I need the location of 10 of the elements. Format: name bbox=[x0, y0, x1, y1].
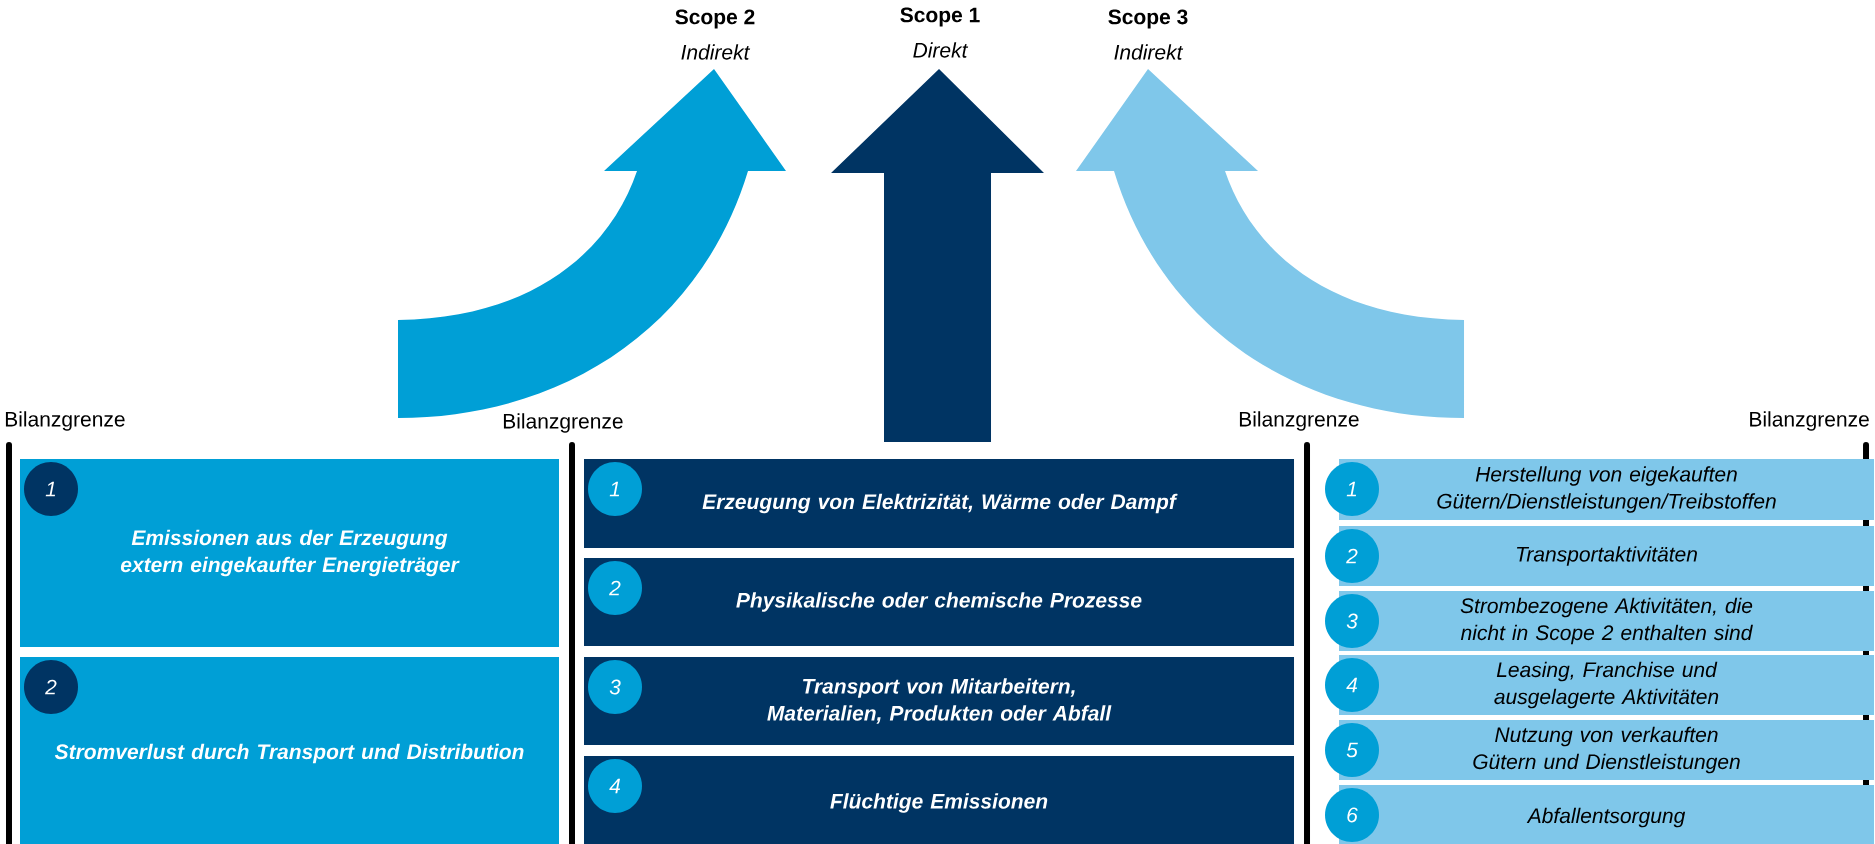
scope-subtitle: Direkt bbox=[913, 42, 969, 58]
boundary-label: Bilanzgrenze bbox=[1750, 411, 1869, 431]
scope-title: Scope 1 bbox=[900, 7, 980, 27]
boundary-label: Bilanzgrenze bbox=[5, 411, 125, 431]
scope-subtitle: Indirekt bbox=[681, 44, 751, 60]
scope-title: Scope 2 bbox=[675, 9, 755, 29]
boundary-label: Bilanzgrenze bbox=[1239, 411, 1359, 431]
boundary-label: Bilanzgrenze bbox=[503, 413, 623, 433]
scope-title: Scope 3 bbox=[1108, 9, 1188, 29]
scope-subtitle: Indirekt bbox=[1114, 44, 1184, 60]
